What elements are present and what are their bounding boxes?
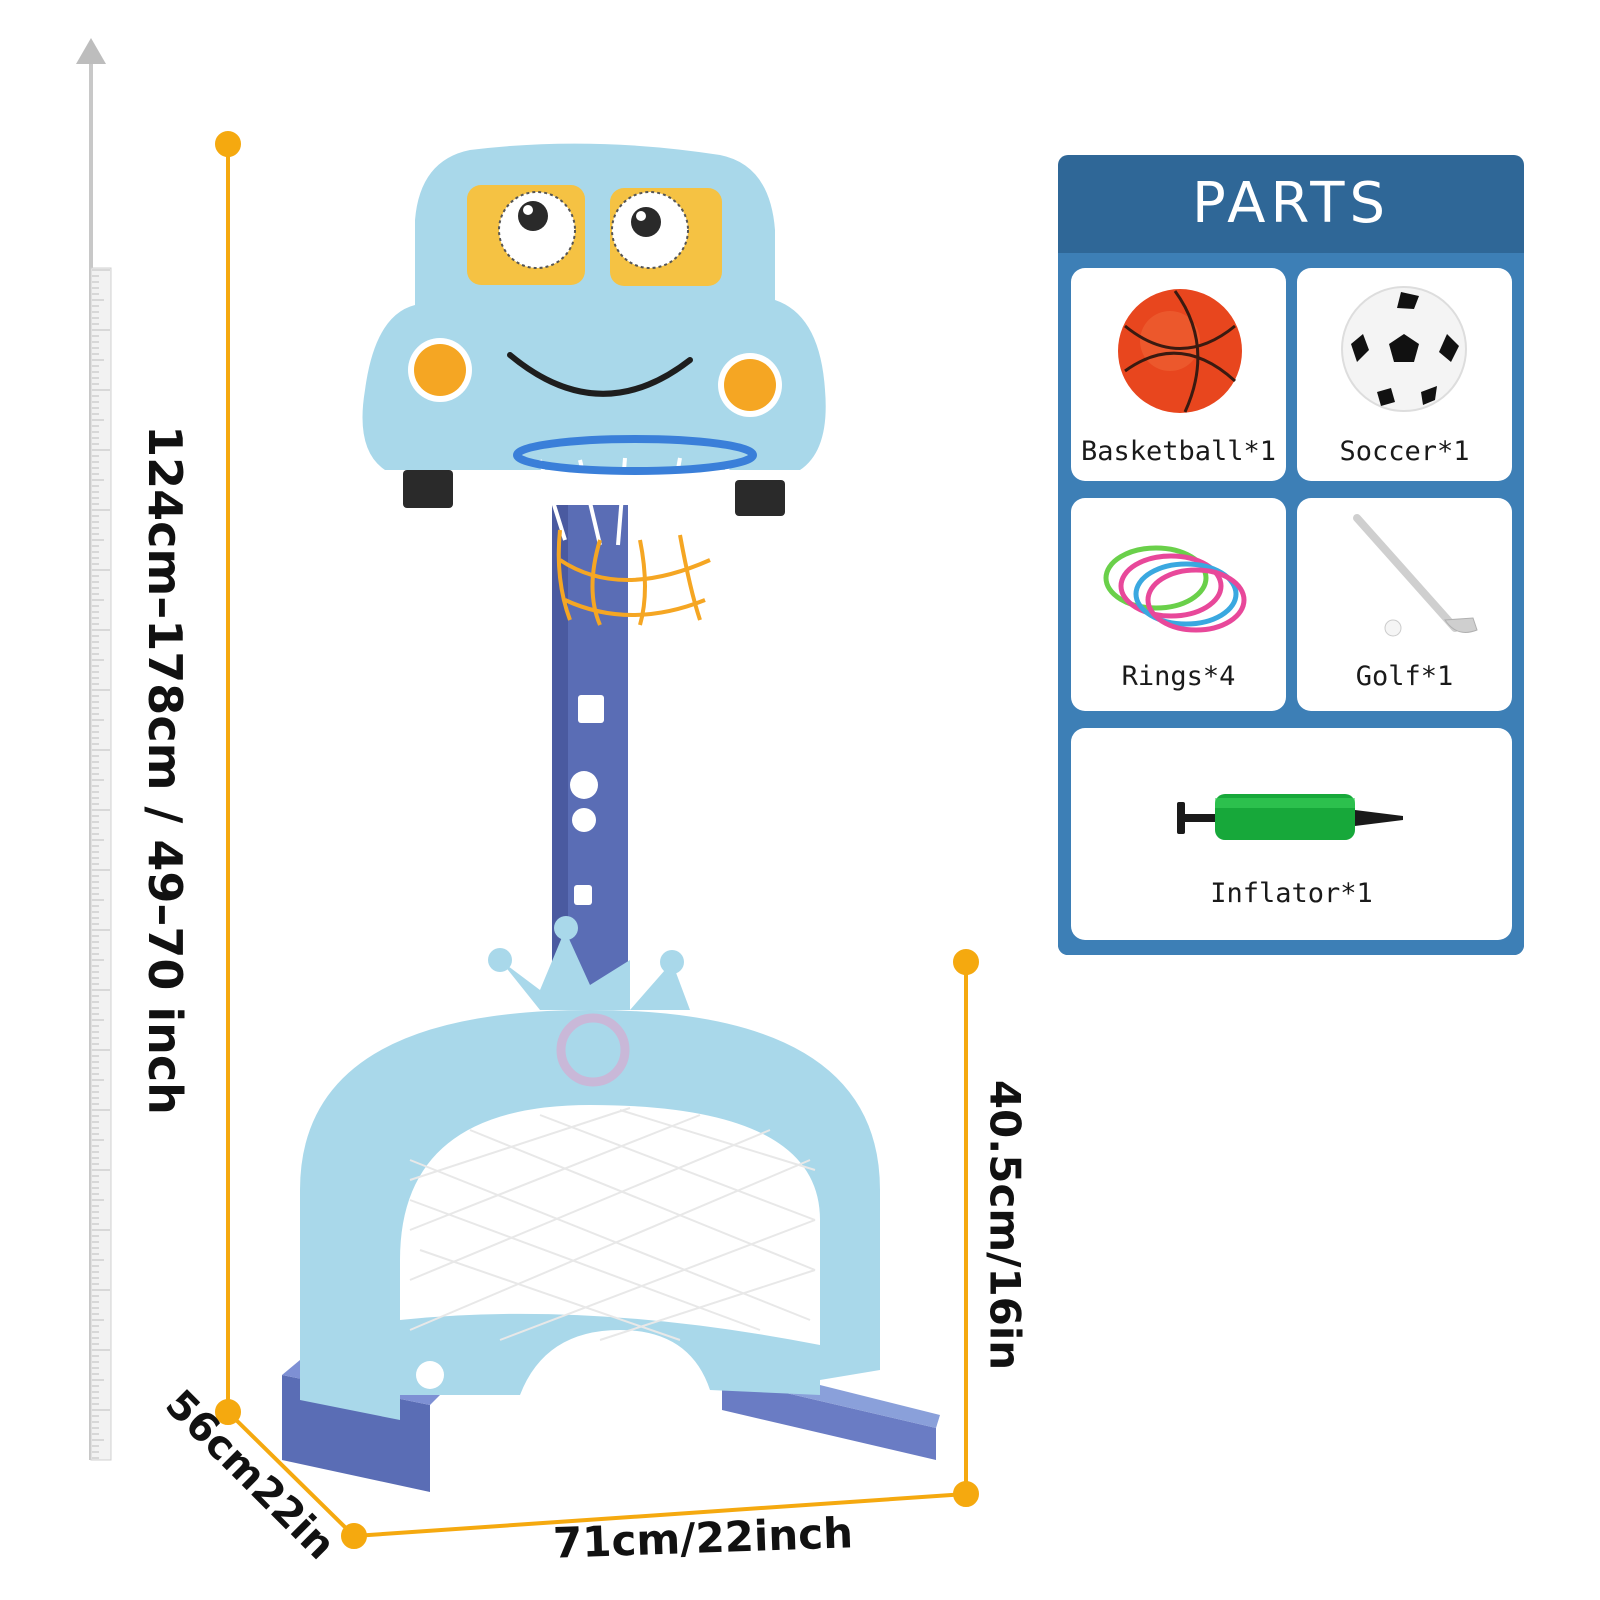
car-backboard (362, 143, 826, 516)
part-card-inflator: Inflator*1 (1071, 728, 1512, 940)
rings-icon (1103, 545, 1247, 633)
height-range-label: 124cm–178cm / 49–70 inch (138, 425, 192, 1115)
part-card-rings: Rings*4 (1071, 498, 1286, 711)
goal-arch (300, 916, 880, 1420)
part-label-basketball: Basketball*1 (1080, 436, 1277, 467)
part-label-golf: Golf*1 (1355, 661, 1454, 692)
part-card-golf: Golf*1 (1297, 498, 1512, 711)
golf-club-icon (1353, 514, 1478, 637)
parts-title: PARTS (1191, 171, 1391, 236)
part-label-rings: Rings*4 (1121, 661, 1236, 692)
parts-grid: Basketball*1 Soccer*1 Rings*4 (1058, 253, 1524, 955)
dimension-lines (215, 131, 979, 1549)
basketball-icon (1118, 289, 1242, 413)
height-ruler (76, 38, 112, 1461)
width-label: 71cm/22inch (552, 1508, 854, 1568)
basketball-hoop (513, 435, 757, 626)
goal-height-label: 40.5cm/16in (980, 1079, 1030, 1371)
inflator-pump-icon (1177, 794, 1403, 840)
parts-panel: PARTS Basketball*1 Soccer*1 (1058, 155, 1524, 955)
part-label-soccer: Soccer*1 (1339, 436, 1470, 467)
part-card-soccer: Soccer*1 (1297, 268, 1512, 481)
part-card-basketball: Basketball*1 (1071, 268, 1286, 481)
part-label-inflator: Inflator*1 (1210, 878, 1373, 909)
soccer-ball-icon (1341, 286, 1467, 412)
